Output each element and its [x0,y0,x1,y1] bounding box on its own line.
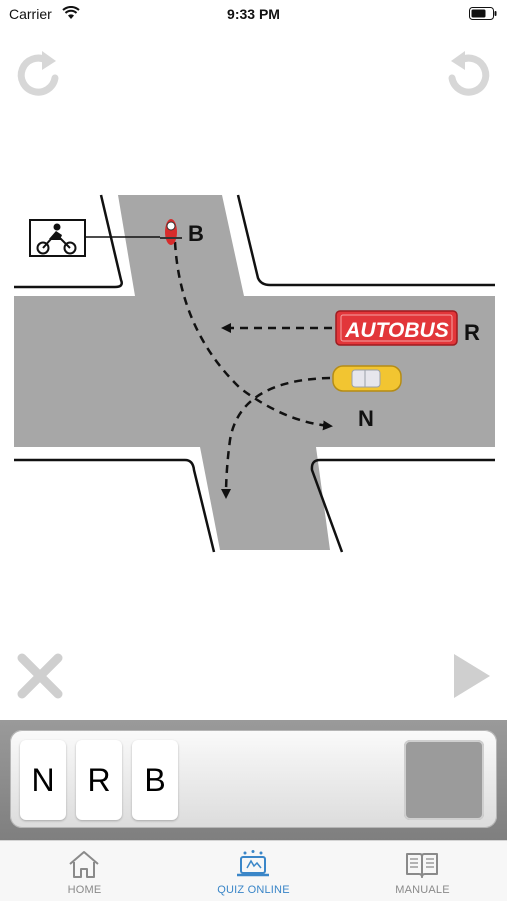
label-moto: B [188,221,204,246]
tab-bar: HOME QUIZ ONLINE MANUALE [0,840,507,901]
undo-icon [448,51,490,96]
undo-button[interactable] [441,48,495,102]
motorcycle-sign [29,219,160,257]
quiz-icon [237,850,269,877]
answer-tile-r[interactable]: R [76,740,122,820]
tab-home-label: HOME [67,884,102,896]
answer-tile-n[interactable]: N [20,740,66,820]
wifi-icon [62,6,80,19]
battery-icon [469,7,497,20]
status-time: 9:33 PM [227,6,280,22]
close-icon [17,653,63,699]
redo-icon [17,51,59,96]
clear-button[interactable] [14,650,66,702]
tab-quiz-label: QUIZ ONLINE [217,884,290,896]
carrier-name: Carrier [9,6,52,22]
tab-manuale[interactable]: MANUALE [338,841,507,901]
redo-button[interactable] [12,48,66,102]
next-button[interactable] [446,650,498,702]
answer-panel: N R B [10,730,497,828]
label-bus: R [464,320,480,345]
empty-answer-slot[interactable] [404,740,484,820]
book-icon [406,853,438,878]
answer-tile-b[interactable]: B [132,740,178,820]
answer-bar: N R B [0,720,507,840]
bus-text: AUTOBUS [344,319,448,342]
road-surface [14,195,495,550]
intersection-diagram: B AUTOBUS R N [14,194,495,553]
tab-manuale-label: MANUALE [395,884,450,896]
tab-home[interactable]: HOME [0,841,169,901]
home-icon [69,851,99,878]
motorcycle-icon [36,223,77,255]
car-vehicle [332,365,402,392]
play-icon [454,654,490,698]
trajectory-paths [173,241,333,499]
status-bar: Carrier 9:33 PM [0,0,507,28]
tab-quiz-online[interactable]: QUIZ ONLINE [169,841,338,901]
intersection-scene: B AUTOBUS R N [0,190,507,560]
motorcycle-vehicle [160,219,182,245]
label-car: N [358,406,374,431]
bus-vehicle: AUTOBUS [335,310,458,346]
road-curbs [14,194,495,553]
